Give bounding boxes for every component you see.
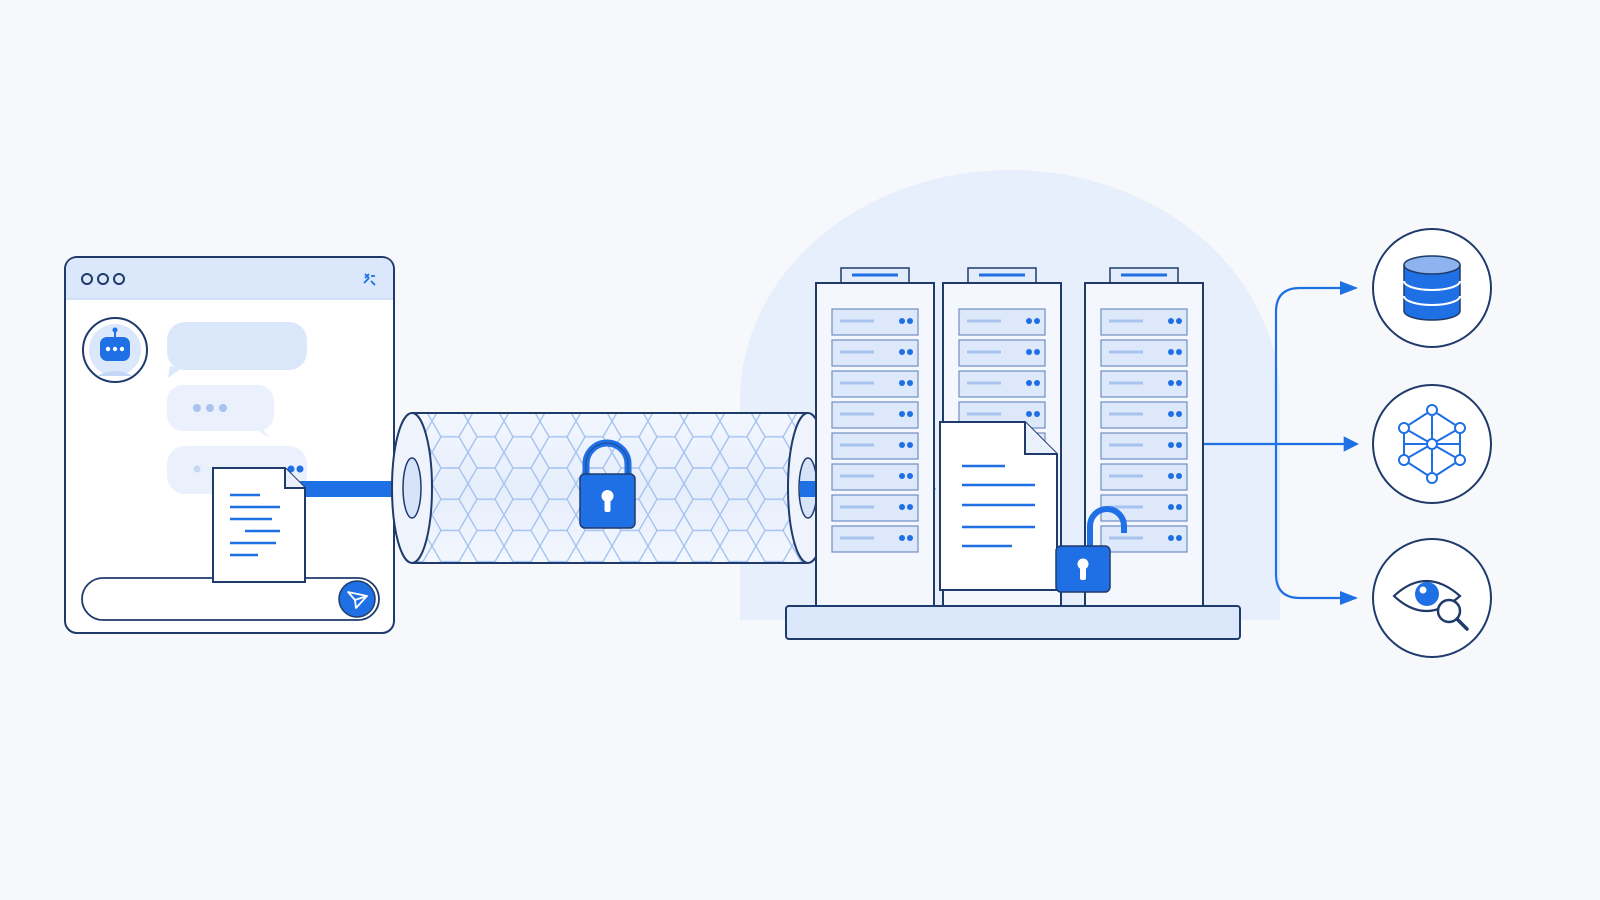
server-unit <box>958 308 1046 336</box>
status-light <box>907 411 913 417</box>
lock-open-icon <box>1055 506 1127 593</box>
status-light <box>899 349 905 355</box>
window-controls[interactable] <box>81 273 125 285</box>
lock-closed-icon <box>579 439 636 529</box>
output-neural-network <box>1372 384 1492 504</box>
status-light <box>907 380 913 386</box>
server-unit <box>1100 339 1188 367</box>
status-light <box>1168 380 1174 386</box>
document-icon <box>939 421 1058 591</box>
server-unit <box>1100 432 1188 460</box>
status-light <box>1168 504 1174 510</box>
status-light <box>1026 349 1032 355</box>
server-unit <box>1100 463 1188 491</box>
document-icon <box>212 467 306 583</box>
server-unit <box>1100 525 1188 553</box>
send-arrow-icon <box>347 591 368 609</box>
collapse-icon[interactable] <box>363 273 376 286</box>
status-light <box>899 318 905 324</box>
status-light <box>1176 411 1182 417</box>
status-light <box>1168 318 1174 324</box>
status-light <box>907 535 913 541</box>
status-light <box>1176 349 1182 355</box>
server-unit <box>958 339 1046 367</box>
status-light <box>899 535 905 541</box>
status-light <box>1034 318 1040 324</box>
status-light <box>899 473 905 479</box>
server-unit <box>831 432 919 460</box>
robot-chat-icon <box>82 317 148 383</box>
server-rack <box>815 267 935 607</box>
server-unit <box>831 308 919 336</box>
server-unit <box>831 370 919 398</box>
output-database <box>1372 228 1492 348</box>
status-light <box>1168 411 1174 417</box>
status-light <box>1176 318 1182 324</box>
status-light <box>899 504 905 510</box>
status-light <box>1168 535 1174 541</box>
status-light <box>1026 318 1032 324</box>
output-connectors <box>1204 281 1360 605</box>
server-unit <box>831 525 919 553</box>
status-light <box>907 318 913 324</box>
window-dot-icon[interactable] <box>81 273 93 285</box>
database-icon <box>1403 255 1461 321</box>
status-light <box>1176 473 1182 479</box>
server-unit <box>1100 401 1188 429</box>
window-dot-icon[interactable] <box>113 273 125 285</box>
status-light <box>1034 411 1040 417</box>
status-light <box>1034 349 1040 355</box>
neural-network-icon <box>1398 404 1466 484</box>
server-unit <box>831 339 919 367</box>
status-light <box>1168 473 1174 479</box>
typing-indicator <box>167 385 274 438</box>
status-light <box>1026 411 1032 417</box>
status-light <box>1176 504 1182 510</box>
status-light <box>907 442 913 448</box>
status-light <box>1176 380 1182 386</box>
output-inspection <box>1372 538 1492 658</box>
window-dot-icon[interactable] <box>97 273 109 285</box>
status-light <box>899 411 905 417</box>
send-button[interactable] <box>338 580 376 618</box>
status-light <box>907 504 913 510</box>
status-light <box>899 442 905 448</box>
encrypted-tunnel <box>391 412 829 564</box>
eye-inspect-icon <box>1392 579 1469 631</box>
message-input[interactable] <box>81 577 380 621</box>
server-base <box>785 605 1241 640</box>
server-unit <box>831 463 919 491</box>
status-light <box>1176 535 1182 541</box>
status-light <box>899 380 905 386</box>
message-bubble <box>167 322 307 378</box>
status-light <box>907 349 913 355</box>
status-light <box>1176 442 1182 448</box>
server-unit <box>831 494 919 522</box>
server-unit <box>831 401 919 429</box>
status-light <box>1026 380 1032 386</box>
status-light <box>907 473 913 479</box>
server-unit <box>958 370 1046 398</box>
chat-window <box>64 256 395 634</box>
status-light <box>1168 442 1174 448</box>
status-light <box>1168 349 1174 355</box>
status-light <box>1034 380 1040 386</box>
server-unit <box>1100 308 1188 336</box>
server-unit <box>1100 370 1188 398</box>
